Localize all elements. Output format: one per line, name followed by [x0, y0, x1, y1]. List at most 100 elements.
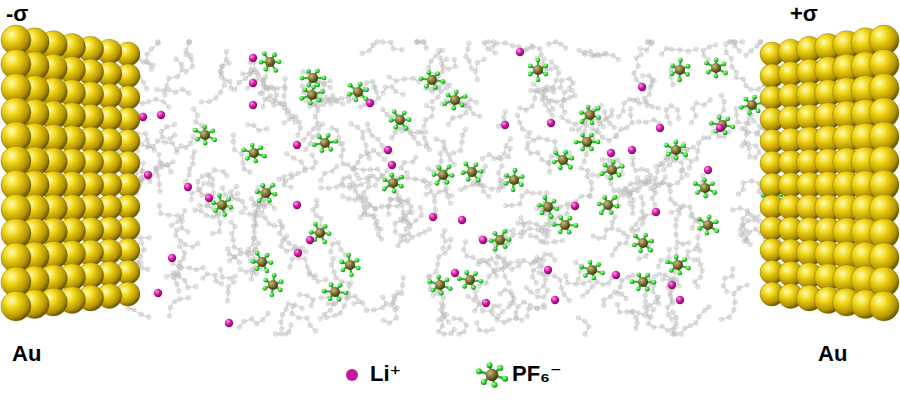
solvent-atom: [186, 40, 191, 45]
solvent-atom: [480, 156, 485, 161]
solvent-atom: [656, 264, 661, 269]
solvent-bond: [303, 72, 318, 83]
solvent-atom: [214, 279, 219, 284]
solvent-atom: [473, 308, 478, 313]
solvent-atom: [489, 187, 494, 192]
solvent-atom: [748, 87, 753, 92]
solvent-atom: [331, 256, 336, 261]
solvent-atom: [444, 86, 449, 91]
solvent-atom: [178, 238, 183, 243]
solvent-atom: [376, 137, 381, 142]
solvent-atom: [549, 154, 554, 159]
solvent-atom: [307, 269, 312, 274]
solvent-atom: [190, 155, 195, 160]
solvent-atom: [206, 173, 211, 178]
solvent-atom: [214, 95, 219, 100]
solvent-atom: [644, 120, 649, 125]
solvent-atom: [636, 256, 641, 261]
solvent-atom: [207, 181, 212, 186]
solvent-atom: [527, 226, 532, 231]
solvent-atom: [346, 162, 351, 167]
solvent-atom: [690, 212, 695, 217]
solvent-atom: [688, 323, 693, 328]
solvent-atom: [501, 115, 506, 120]
solvent-atom: [227, 259, 232, 264]
solvent-bond: [656, 156, 673, 167]
solvent-atom: [643, 304, 648, 309]
solvent-atom: [424, 144, 429, 149]
solvent-atom: [521, 299, 526, 304]
solvent-atom: [600, 157, 605, 162]
solvent-atom: [289, 185, 294, 190]
solvent-bond: [349, 82, 375, 102]
solvent-atom: [472, 298, 477, 303]
solvent-atom: [628, 106, 633, 111]
solvent-bond: [691, 100, 710, 123]
solvent-atom: [441, 246, 446, 251]
solvent-atom: [701, 48, 706, 53]
solvent-atom: [380, 107, 385, 112]
solvent-atom: [722, 134, 727, 139]
solvent-atom: [219, 75, 224, 80]
solvent-atom: [633, 326, 638, 331]
solvent-atom: [576, 277, 581, 282]
solvent-atom: [640, 73, 645, 78]
solvent-atom: [283, 86, 288, 91]
solvent-atom: [318, 185, 323, 190]
solvent-bond: [697, 131, 714, 159]
solvent-atom: [721, 108, 726, 113]
solvent-atom: [388, 197, 393, 202]
solvent-atom: [394, 79, 399, 84]
solvent-atom: [229, 231, 234, 236]
solvent-atom: [191, 107, 196, 112]
solvent-atom: [141, 168, 146, 173]
solvent-atom: [290, 311, 295, 316]
solvent-atom: [176, 219, 181, 224]
solvent-atom: [535, 150, 540, 155]
solvent-atom: [364, 308, 369, 313]
solvent-atom: [458, 187, 463, 192]
solvent-bond: [633, 158, 651, 181]
solvent-atom: [648, 315, 653, 320]
solvent-atom: [471, 255, 476, 260]
solvent-atom: [590, 53, 595, 58]
solvent-atom: [554, 100, 559, 105]
solvent-atom: [530, 275, 535, 280]
solvent-atom: [535, 289, 540, 294]
solvent-atom: [231, 139, 236, 144]
solvent-atom: [613, 247, 618, 252]
solvent-atom: [511, 228, 516, 233]
solvent-atom: [496, 314, 501, 319]
solvent-atom: [353, 294, 358, 299]
solvent-atom: [582, 159, 587, 164]
solvent-bond: [279, 171, 305, 182]
solvent-atom: [442, 228, 447, 233]
solvent-atom: [195, 179, 200, 184]
solvent-atom: [190, 245, 195, 250]
solvent-atom: [590, 126, 595, 131]
solvent-atom: [597, 121, 602, 126]
solvent-atom: [721, 284, 726, 289]
solvent-atom: [418, 205, 423, 210]
solvent-atom: [580, 294, 585, 299]
solvent-atom: [540, 228, 545, 233]
solvent-atom: [329, 262, 334, 267]
solvent-atom: [199, 100, 204, 105]
solvent-atom: [374, 90, 379, 95]
solvent-atom: [219, 281, 224, 286]
solvent-atom: [414, 40, 419, 45]
solvent-bond: [200, 206, 220, 234]
solvent-atom: [615, 302, 620, 307]
solvent-atom: [356, 160, 361, 165]
solvent-atom: [424, 192, 429, 197]
solvent-atom: [468, 97, 473, 102]
solvent-atom: [328, 308, 333, 313]
solvent-atom: [737, 49, 742, 54]
solvent-atom: [517, 106, 522, 111]
solvent-atom: [145, 267, 150, 272]
solvent-atom: [382, 157, 387, 162]
solvent-atom: [498, 291, 503, 296]
solvent-bond: [527, 143, 550, 172]
solvent-atom: [534, 235, 539, 240]
solvent-atom: [638, 217, 643, 222]
